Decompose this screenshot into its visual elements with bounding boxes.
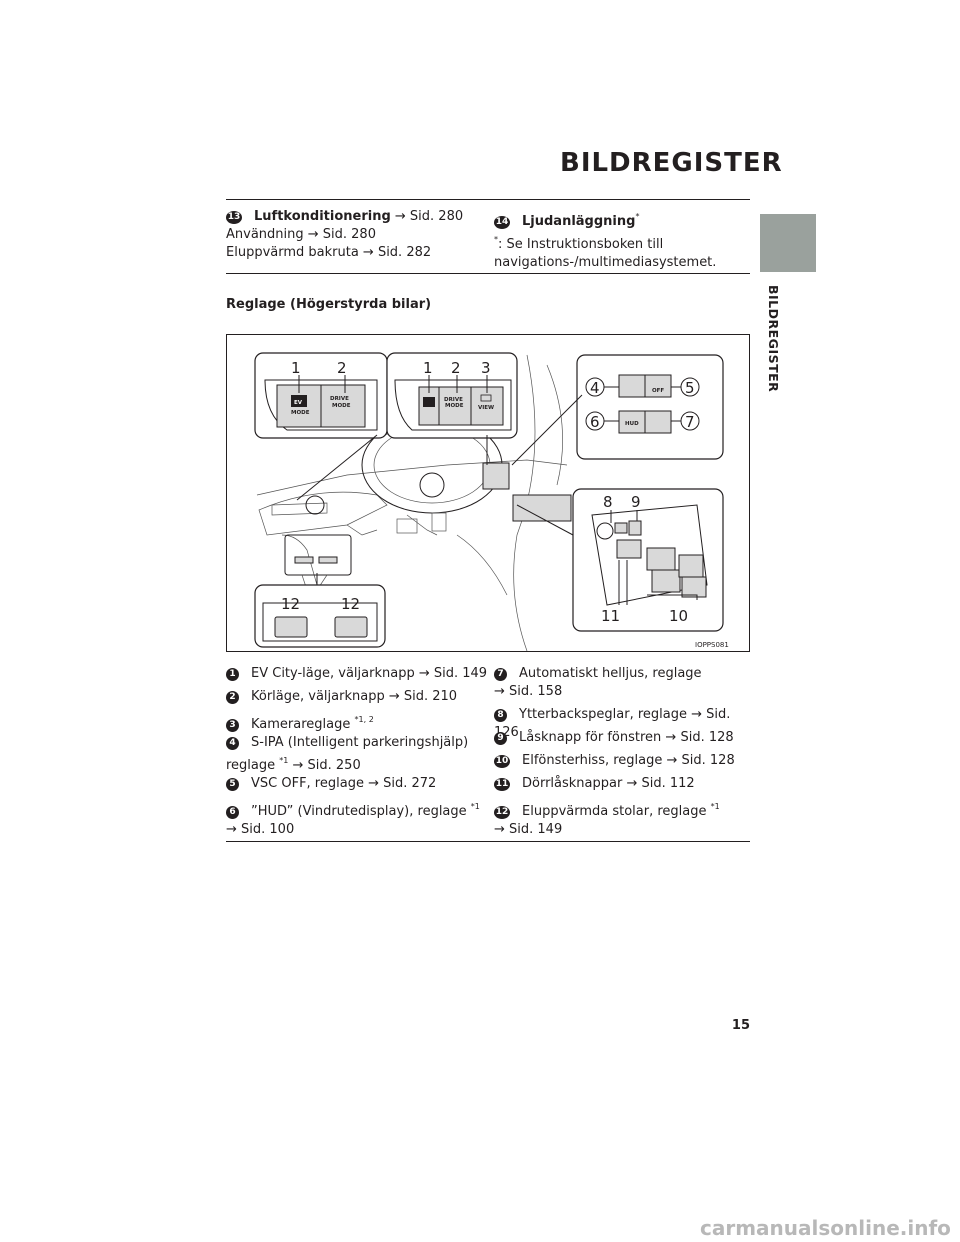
list-num: 6 <box>226 806 239 819</box>
list-text: VSC OFF, reglage → Sid. 272 <box>251 776 437 791</box>
audio-title: Ljudanläggning <box>522 214 636 229</box>
list-item-10: 10 Elfönsterhiss, reglage → Sid. 128 <box>494 752 750 770</box>
list-num: 10 <box>494 755 510 768</box>
list-item-2: 2 Körläge, väljarknapp → Sid. 210 <box>226 688 488 706</box>
list-item-3: 3 Kamerareglage *1, 2 <box>226 711 488 734</box>
bottom-rule <box>226 841 750 842</box>
callout-8: 8 <box>603 493 613 511</box>
list-item-5: 5 VSC OFF, reglage → Sid. 272 <box>226 775 488 793</box>
drive-button-label-b: DRIVE <box>444 397 463 403</box>
panel-ev-drive-view: DRIVE MODE VIEW 1 2 3 <box>386 352 518 465</box>
list-text: Körläge, väljarknapp → Sid. 210 <box>251 689 458 704</box>
callout-5: 5 <box>685 379 695 397</box>
list-item-6: 6 ”HUD” (Vindrutedisplay), reglage *1 → S… <box>226 798 488 839</box>
ev-mode-label: MODE <box>291 410 310 416</box>
list-sup: *1, 2 <box>354 715 374 724</box>
callout-11: 11 <box>601 607 620 625</box>
panel-seat-heaters: 12 12 <box>254 573 386 648</box>
callout-12a: 12 <box>281 595 300 613</box>
list-item-9: 9 Låsknapp för fönstren → Sid. 128 <box>494 729 750 747</box>
drive-mode-label-b: MODE <box>445 403 464 409</box>
callout-12b: 12 <box>341 595 360 613</box>
list-sup: *1 <box>470 802 480 811</box>
callout-3b: 3 <box>481 359 491 377</box>
vsc-off-label: OFF <box>652 388 664 394</box>
rear-defrost: Eluppvärmd bakruta → Sid. 282 <box>226 245 432 260</box>
section-tab-label: BILDREGISTER <box>766 285 781 393</box>
list-num: 5 <box>226 778 239 791</box>
callout-14: 14 <box>494 216 510 229</box>
list-num: 8 <box>494 709 507 722</box>
drive-mode-label: MODE <box>332 403 351 409</box>
callout-13: 13 <box>226 211 242 224</box>
note-line2: navigations-/multimediasystemet. <box>494 255 717 270</box>
controls-subheading: Reglage (Högerstyrda bilar) <box>226 297 432 312</box>
section-tab-label-wrap: BILDREGISTER <box>766 285 786 395</box>
list-num: 3 <box>226 719 239 732</box>
list-text-line2: reglage <box>226 758 276 773</box>
list-num: 12 <box>494 806 510 819</box>
list-ref: → Sid. 100 <box>226 822 295 837</box>
callout-6: 6 <box>590 413 600 431</box>
list-num: 2 <box>226 691 239 704</box>
figure-code: IOPPS081 <box>695 641 729 649</box>
callout-9: 9 <box>631 493 641 511</box>
list-num: 9 <box>494 732 507 745</box>
callout-7: 7 <box>685 413 695 431</box>
list-text: EV City-läge, väljarknapp → Sid. 149 <box>251 666 488 681</box>
list-num: 11 <box>494 778 510 791</box>
list-text: S-IPA (Intelligent parkeringshjälp) <box>251 735 469 750</box>
page-title: BILDREGISTER <box>560 148 783 178</box>
list-sup: *1 <box>279 756 289 765</box>
list-ref: → Sid. 158 <box>494 684 563 699</box>
top-left-block: 13 Luftkonditionering → Sid. 280 Användni… <box>226 208 488 262</box>
section-tab <box>760 214 816 272</box>
controls-figure: .ln { fill:none; stroke:#231f20; stroke-… <box>226 334 750 652</box>
hud-label: HUD <box>625 421 639 427</box>
list-item-11: 11 Dörrlåsknappar → Sid. 112 <box>494 775 750 793</box>
list-ref: → Sid. 250 <box>288 758 361 773</box>
callout-1b: 1 <box>423 359 433 377</box>
list-text: Dörrlåsknappar → Sid. 112 <box>522 776 695 791</box>
panel-door-switches: 8 9 11 10 <box>516 488 724 632</box>
list-text: Låsknapp för fönstren → Sid. 128 <box>519 730 734 745</box>
dashboard-illustration: .ln { fill:none; stroke:#231f20; stroke-… <box>254 352 729 651</box>
watermark: carmanualsonline.info <box>700 1216 951 1240</box>
list-num: 4 <box>226 737 239 750</box>
callout-1a: 1 <box>291 359 301 377</box>
page-number: 15 <box>731 1018 750 1033</box>
panel-sipa-vsc-hud: OFF HUD 4 5 6 7 <box>511 354 724 466</box>
note-line1: : Se Instruktionsboken till <box>498 237 664 252</box>
list-text: Eluppvärmda stolar, reglage <box>522 804 707 819</box>
list-text: Automatiskt helljus, reglage <box>519 666 702 681</box>
list-num: 1 <box>226 668 239 681</box>
callout-2a: 2 <box>337 359 347 377</box>
callout-4: 4 <box>590 379 600 397</box>
panel-ev-drive: EV MODE DRIVE MODE 1 2 <box>254 352 388 501</box>
list-text: Elfönsterhiss, reglage → Sid. 128 <box>522 753 735 768</box>
note-sup: * <box>494 235 498 244</box>
list-text: ”HUD” (Vindrutedisplay), reglage <box>251 804 467 819</box>
list-sup: *1 <box>710 802 720 811</box>
list-item-12: 12 Eluppvärmda stolar, reglage *1 → Sid. … <box>494 798 750 839</box>
view-button-label: VIEW <box>478 405 494 411</box>
list-ref: → Sid. 149 <box>494 822 563 837</box>
callout-2b: 2 <box>451 359 461 377</box>
aircon-title: Luftkonditionering <box>254 209 391 224</box>
header-rule <box>226 199 750 200</box>
aircon-usage: Användning → Sid. 280 <box>226 227 376 242</box>
list-num: 7 <box>494 668 507 681</box>
list-text: Kamerareglage <box>251 717 351 732</box>
aircon-ref: → Sid. 280 <box>390 209 464 224</box>
drive-button-label: DRIVE <box>330 396 349 402</box>
section-rule <box>226 273 750 274</box>
callout-10: 10 <box>669 607 688 625</box>
ev-button-label: EV <box>294 400 303 406</box>
list-item-1: 1 EV City-läge, väljarknapp → Sid. 149 <box>226 665 488 683</box>
list-item-7: 7 Automatiskt helljus, reglage → Sid. 158 <box>494 665 750 701</box>
audio-sup: * <box>635 212 640 221</box>
list-item-4: 4 S-IPA (Intelligent parkeringshjälp) reg… <box>226 734 488 775</box>
